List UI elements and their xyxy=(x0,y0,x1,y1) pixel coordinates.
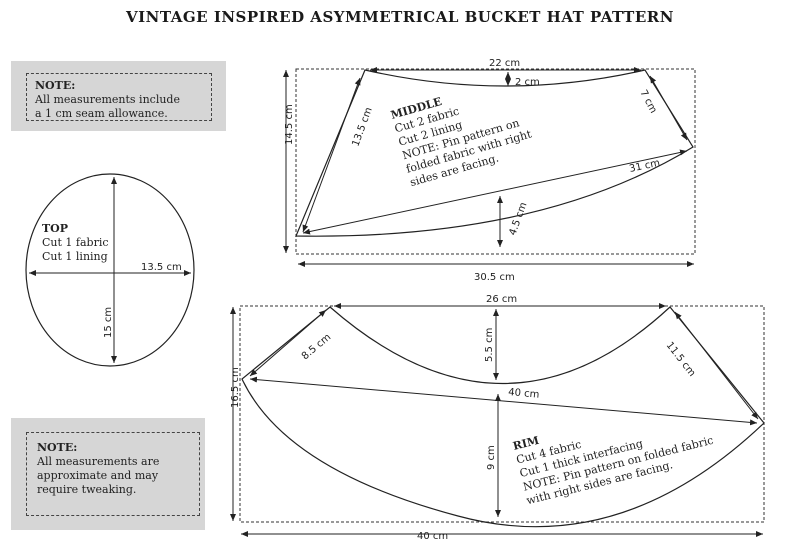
top-piece-outline xyxy=(25,173,195,367)
rim-left-side-arrow xyxy=(249,309,327,377)
note-line: All measurements are xyxy=(37,455,160,468)
seam-allowance-note-box: NOTE: All measurements include a 1 cm se… xyxy=(26,73,212,121)
rim-box-height-label: 16.5 cm xyxy=(230,367,241,408)
middle-bottom-curve-label: 4.5 cm xyxy=(507,201,529,237)
top-height-label: 15 cm xyxy=(103,307,114,338)
rim-long-edge-arrow xyxy=(249,376,758,426)
middle-instructions: MIDDLE Cut 2 fabric Cut 2 lining NOTE: P… xyxy=(389,95,533,189)
note-line: All measurements include xyxy=(35,93,180,106)
rim-top-width-label: 26 cm xyxy=(486,294,517,305)
pattern-title: VINTAGE INSPIRED ASYMMETRICAL BUCKET HAT… xyxy=(126,8,674,26)
top-cut-line: Cut 1 lining xyxy=(42,250,108,263)
rim-left-side-label: 8.5 cm xyxy=(300,332,333,362)
middle-left-side-arrow xyxy=(302,77,361,233)
note-heading: NOTE: xyxy=(37,441,78,454)
approximate-note-box: NOTE: All measurements are approximate a… xyxy=(26,432,200,516)
note-line: approximate and may xyxy=(37,469,159,482)
seam-allowance-note: NOTE: All measurements include a 1 cm se… xyxy=(11,61,226,131)
rim-piece: 26 cm 8.5 cm 11.5 cm 5.5 cm 40 cm 9 cm 1… xyxy=(230,294,765,542)
middle-box-width-label: 30.5 cm xyxy=(474,272,515,283)
top-piece: TOP Cut 1 fabric Cut 1 lining 13.5 cm 15… xyxy=(25,173,195,367)
rim-instructions: RIM Cut 4 fabric Cut 1 thick interfacing… xyxy=(512,434,715,508)
rim-box-width-label: 40 cm xyxy=(417,531,448,542)
top-heading: TOP xyxy=(42,222,68,235)
rim-long-edge-label: 40 cm xyxy=(508,387,540,401)
middle-left-side-label: 13.5 cm xyxy=(350,106,374,148)
rim-heading: RIM xyxy=(512,434,541,453)
middle-bounding-box xyxy=(295,68,696,255)
middle-top-curve-label: 2 cm xyxy=(515,77,540,88)
middle-long-edge-arrow xyxy=(302,149,688,235)
rim-outer-depth-label: 9 cm xyxy=(486,445,497,470)
top-cut-line: Cut 1 fabric xyxy=(42,236,109,249)
rim-right-side-label: 11.5 cm xyxy=(664,340,698,379)
approximate-note: NOTE: All measurements are approximate a… xyxy=(11,418,205,530)
rim-inner-depth-label: 5.5 cm xyxy=(484,328,495,362)
middle-right-side-label: 7 cm xyxy=(637,88,658,115)
middle-piece: 22 cm 2 cm 13.5 cm 7 cm 31 cm 4.5 cm 14.… xyxy=(283,58,696,283)
note-line: a 1 cm seam allowance. xyxy=(35,107,168,120)
top-width-label: 13.5 cm xyxy=(141,262,182,273)
note-line: require tweaking. xyxy=(37,483,137,496)
middle-top-width-label: 22 cm xyxy=(489,58,520,69)
middle-box-height-label: 14.5 cm xyxy=(284,104,295,145)
middle-right-side-arrow xyxy=(649,75,688,141)
note-heading: NOTE: xyxy=(35,79,76,92)
